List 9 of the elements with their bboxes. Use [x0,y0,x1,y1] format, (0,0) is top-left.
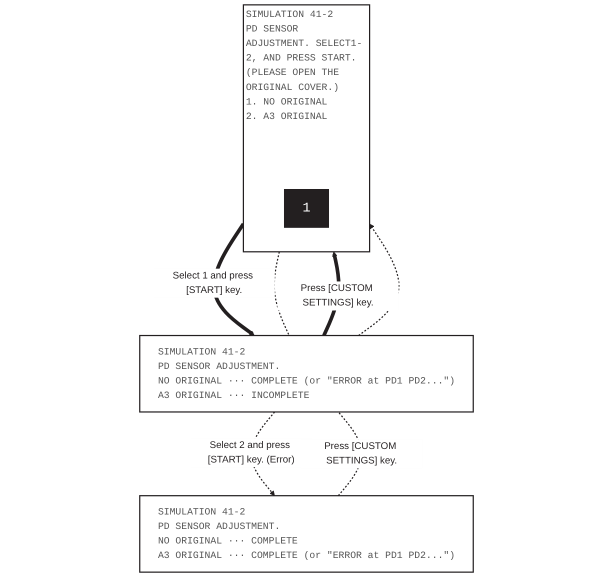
edge-label: Select 2 and press [START] key. (Error) [208,440,295,465]
edge-label: Select 1 and press [START] key. [172,270,254,296]
edge-label: Press [CUSTOM SETTINGS] key. [324,441,398,466]
arrow [358,224,400,336]
connector [274,252,290,336]
node-box: 1 [284,189,329,228]
edge-label: Press [CUSTOM SETTINGS] key. [300,283,374,308]
node-box: SIMULATION 41-2 PD SENSOR ADJUSTMENT. NO ORIGINAL ··· COMPLETE (or "ERROR at PD1 PD2...") A3 ORIGINAL ··· INCOMPLETE [139,334,474,413]
node-box: SIMULATION 41-2 PD SENSOR ADJUSTMENT. NO ORIGINAL ··· COMPLETE A3 ORIGINAL ··· COMPLETE (or "ERROR at PD1 PD2...") [139,495,474,573]
